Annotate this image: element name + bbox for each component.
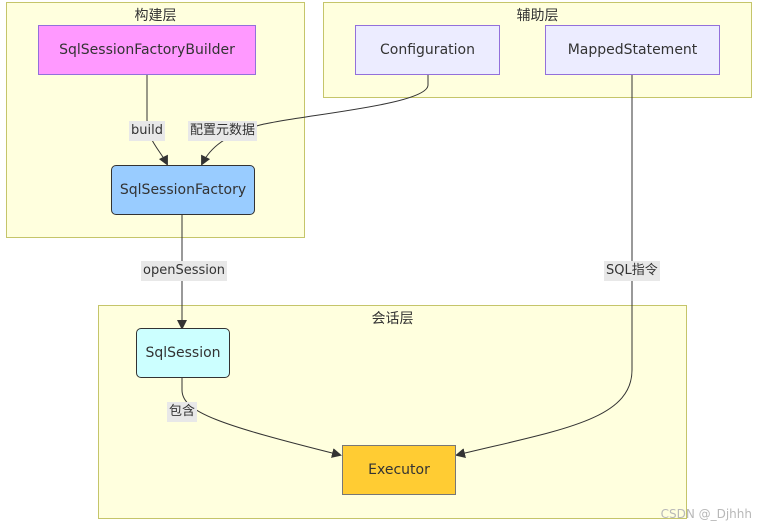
- node-sqlsessionfactorybuilder[interactable]: SqlSessionFactoryBuilder: [38, 25, 256, 75]
- node-label: SqlSessionFactory: [119, 182, 247, 198]
- edge-label-sql-command: SQL指令: [604, 261, 660, 281]
- node-mappedstatement[interactable]: MappedStatement: [545, 25, 720, 75]
- cluster-title: 辅助层: [516, 8, 559, 24]
- node-label: Configuration: [380, 42, 475, 58]
- node-configuration[interactable]: Configuration: [355, 25, 500, 75]
- node-label: Executor: [368, 462, 430, 478]
- edge-label-open-session: openSession: [141, 261, 228, 281]
- cluster-title: 构建层: [134, 8, 177, 24]
- node-label: MappedStatement: [567, 42, 698, 58]
- edge-label-contains: 包含: [167, 402, 198, 422]
- node-label: SqlSession: [145, 345, 221, 361]
- edge-label-config-metadata: 配置元数据: [188, 121, 258, 141]
- cluster-title: 会话层: [371, 311, 414, 327]
- node-executor[interactable]: Executor: [342, 445, 456, 495]
- watermark: CSDN @_Djhhh: [660, 507, 752, 521]
- node-sqlsessionfactory[interactable]: SqlSessionFactory: [111, 165, 255, 215]
- node-sqlsession[interactable]: SqlSession: [136, 328, 230, 378]
- node-label: SqlSessionFactoryBuilder: [59, 42, 235, 58]
- edge-label-build: build: [129, 121, 165, 141]
